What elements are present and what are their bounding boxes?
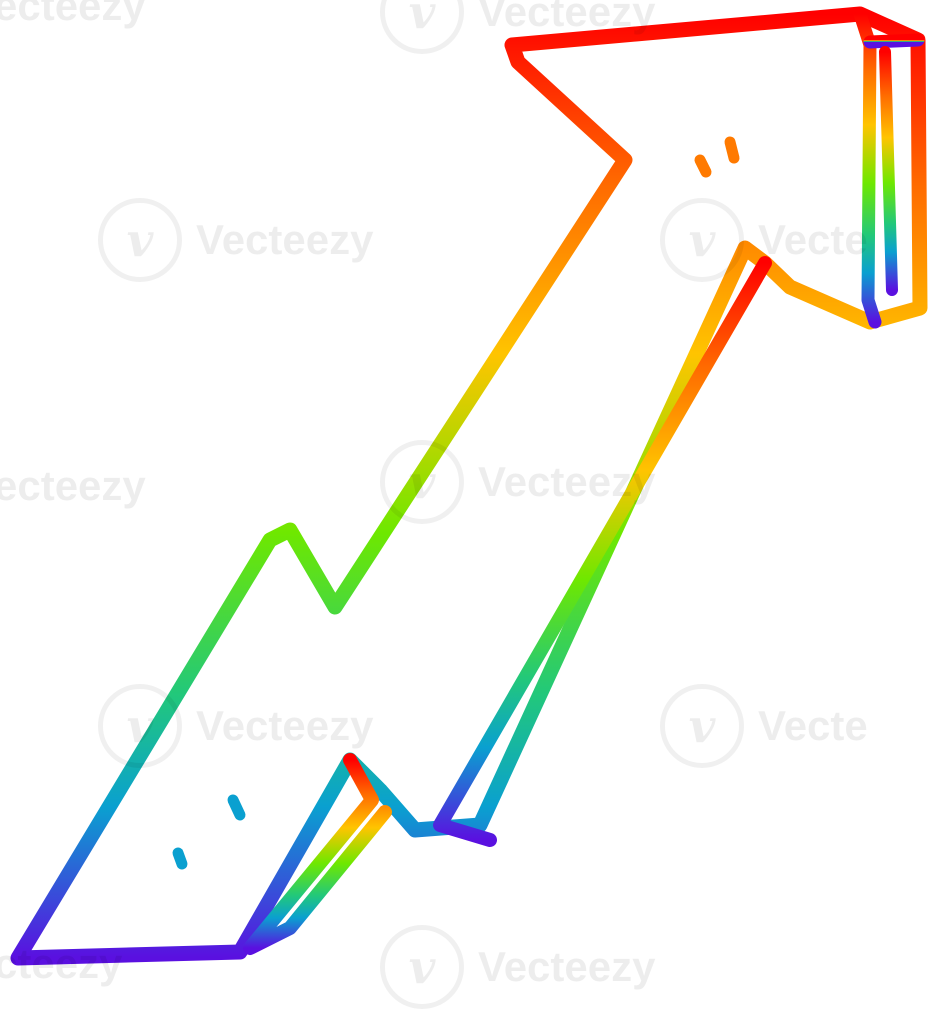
shine-mark-bottom-2 — [172, 847, 188, 870]
shine-mark-top-2 — [724, 136, 740, 164]
shine-mark-bottom-1 — [227, 794, 246, 821]
rainbow-arrow-illustration — [10, 6, 928, 966]
arrow-lower-edge — [243, 753, 392, 955]
arrow-head-depth — [853, 7, 882, 329]
arrow-outline — [10, 6, 928, 966]
arrow-head-depth-inner — [879, 46, 898, 296]
shine-mark-top-1 — [694, 154, 712, 178]
arrow-head-depth-top — [863, 33, 925, 49]
arrow-shaft-edge — [433, 256, 772, 847]
